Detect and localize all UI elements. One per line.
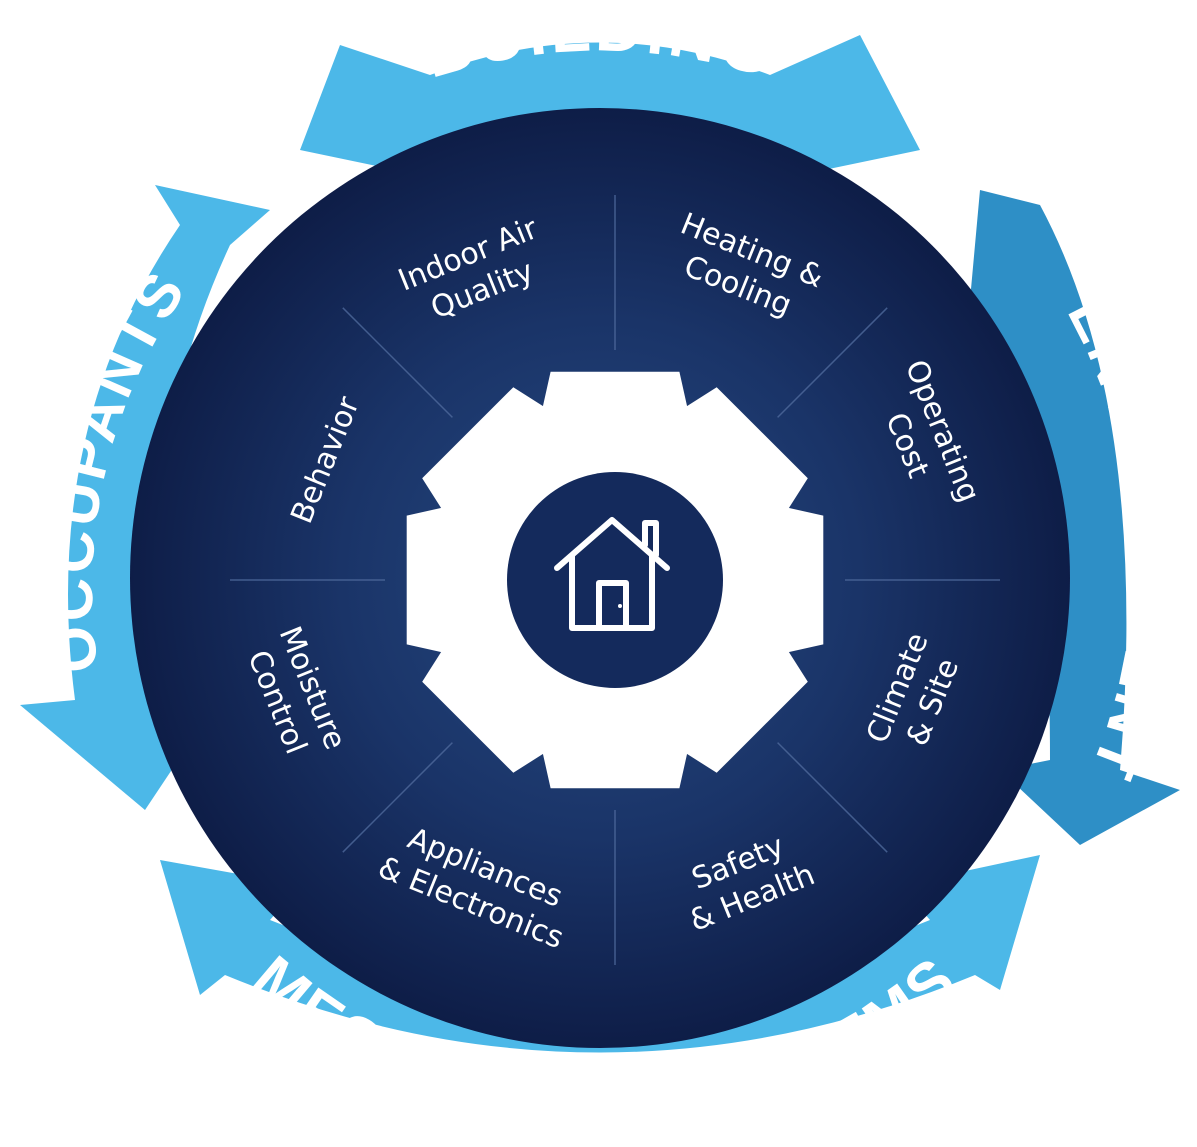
divider-line <box>777 742 888 853</box>
divider-line <box>342 307 453 418</box>
segment-dividers <box>230 195 1000 965</box>
house-icon <box>554 517 670 631</box>
mechanical-systems-arrow <box>160 855 1040 1053</box>
divider-line <box>342 742 453 853</box>
environment-arrow <box>970 190 1180 845</box>
divider-line <box>777 307 888 418</box>
